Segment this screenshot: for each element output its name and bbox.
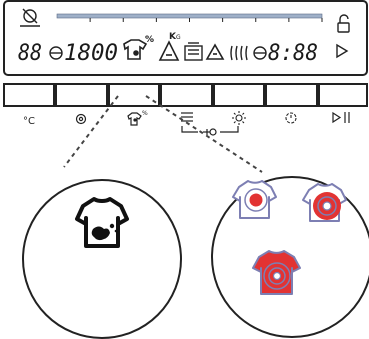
stain-detect-icon: [20, 8, 40, 27]
rinse-waves-icon: [230, 45, 248, 61]
spin-speed-digits: 1800: [64, 41, 118, 66]
light-stain-shirt: [232, 180, 277, 219]
start-pause-button[interactable]: [318, 83, 368, 107]
temperature-label: °C: [23, 116, 35, 127]
delay-label-icon: [285, 112, 297, 124]
small-digits: 88: [18, 41, 42, 66]
brightness-label-icon: [232, 111, 246, 125]
intensity-triangle-icon: [158, 40, 180, 61]
percent-mark: %: [145, 35, 154, 45]
button-row: [3, 83, 368, 107]
stain-label-mark: %: [142, 110, 148, 117]
callout-leaders: [63, 95, 263, 173]
tshirt-stain-icon: [75, 197, 129, 248]
shirt-stain-icon: [123, 39, 148, 60]
stain-label-icon: [127, 112, 142, 126]
medium-stain-shirt: [302, 183, 347, 222]
stain-button[interactable]: [108, 83, 160, 107]
stain-callout: [22, 179, 182, 339]
child-lock-icon: [337, 14, 350, 33]
heavy-stain-shirt: [252, 250, 301, 295]
delay-timer-icon: [253, 46, 267, 60]
lcd-display: 88 1800 % K G: [3, 0, 368, 76]
lock-combo-bracket: [181, 126, 239, 136]
options-label-icon: [181, 112, 193, 122]
play-indicator-icon: [336, 43, 349, 59]
brightness-button[interactable]: [213, 83, 265, 107]
spin-label-icon: [75, 113, 87, 125]
stain-levels-callout: [211, 176, 369, 338]
speed-icon: [49, 46, 63, 60]
warning-triangle-icon: [205, 43, 225, 60]
k-mark: K: [169, 32, 177, 42]
progress-bar: [56, 13, 323, 22]
spin-button[interactable]: [55, 83, 108, 107]
delay-button[interactable]: [265, 83, 318, 107]
steam-box-icon: [184, 42, 203, 61]
options-button[interactable]: [160, 83, 213, 107]
time-digits: 8:88: [268, 41, 318, 66]
k-mark-small: G: [176, 34, 181, 41]
start-pause-label-icon: [332, 111, 350, 124]
temperature-button[interactable]: [3, 83, 55, 107]
